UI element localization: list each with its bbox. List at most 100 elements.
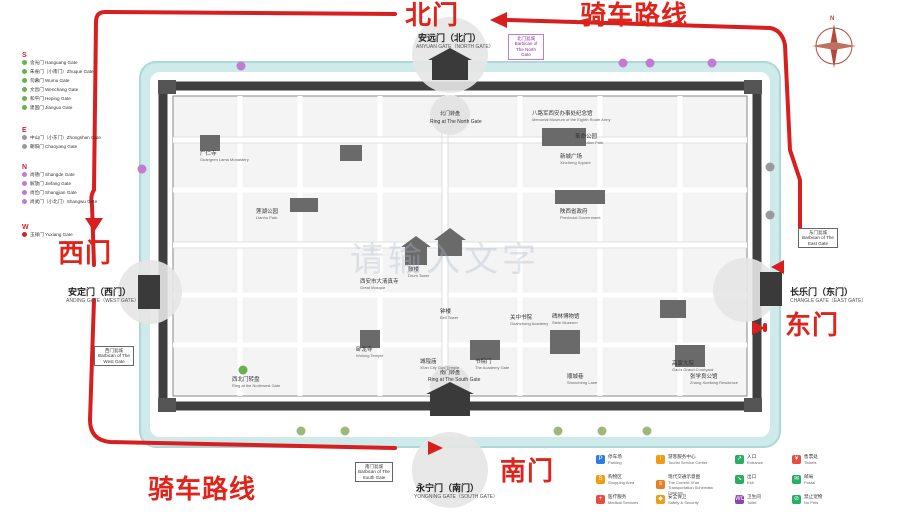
south-ring-label-en: Ring at The South Gate <box>428 377 481 383</box>
north-gate-annotation: 北门 <box>405 0 460 30</box>
bike-route-line <box>88 10 802 450</box>
legend-label-en: Entrance <box>747 460 764 465</box>
legend-postal-icon: ✉ <box>792 475 801 484</box>
east-barbican-en: Barbican of The East Gate <box>802 235 834 246</box>
route-annotation-top: 骑车路线 <box>580 0 689 30</box>
poi-name-cn: 西安市大清真寺 <box>360 279 399 285</box>
legend-label-en: No Pets <box>804 500 819 505</box>
gate-legend-label: 朝阳门 Chaoyang Gate <box>30 144 78 149</box>
gate-legend-label: 建国门 Jianguo Gate <box>30 105 73 110</box>
legend-label-en: Medical Services <box>608 500 639 505</box>
legend-head-e: E <box>22 127 27 134</box>
west-barbican-cn: 西门瓮城 <box>105 348 123 353</box>
north-barbican-cn: 北门瓮城 <box>517 36 535 41</box>
gate-legend-item: 朝阳门 Chaoyang Gate <box>22 144 77 150</box>
gate-legend-label: 尚德门 Shangde Gate <box>30 172 75 177</box>
gate-legend-item: 勿幕门 Wumu Gate <box>22 78 69 84</box>
gate-legend-item: 尚俭门 Shangjian Gate <box>22 190 77 196</box>
gate-legend-item: 中山门（小东门）Zhongshan Gate <box>22 135 101 141</box>
east-gate-name-en: CHANGLE GATE（EAST GATE） <box>790 298 867 304</box>
gate-legend-label: 勿幕门 Wumu Gate <box>30 78 70 83</box>
poi-name-cn: 碑林博物馆 <box>552 314 580 320</box>
gate-legend-label: 中山门（小东门）Zhongshan Gate <box>30 135 101 140</box>
compass-north-label: N <box>830 16 835 22</box>
gate-number-dot <box>22 105 27 111</box>
legend-label-en: The Current Xi'an Transportation Schemat… <box>668 480 714 495</box>
poi-name-en: Great Mosque <box>360 284 386 290</box>
poi-name-cn: 八路军西安办事处纪念馆 <box>532 111 593 117</box>
poi-name-en: Shuncheng Lane <box>567 379 598 385</box>
legend-label-en: Exit <box>747 480 754 485</box>
legend-label-cn: 医疗服务 <box>608 494 627 499</box>
gate-legend-item: 文昌门 Wenchang Gate <box>22 87 78 93</box>
legend-label-en: Toilet <box>747 500 757 505</box>
gate-legend-item: 含光门 Hanguang Gate <box>22 60 78 66</box>
corner-turrets <box>158 80 762 412</box>
legend-shopping-area-icon: S <box>596 475 605 484</box>
legend-label-cn: 现代交通示意图 <box>668 474 701 479</box>
south-ring-label: 南门转盘 <box>440 370 461 376</box>
poi-name-en: Wolong Temple <box>356 352 384 358</box>
gate-number-dot <box>22 69 27 75</box>
north-ring <box>430 95 470 135</box>
legend-tourist-service-center-icon: i <box>656 455 665 464</box>
east-gate-name: 长乐门（东门） <box>790 287 854 297</box>
legend-label-cn: 出口 <box>747 474 757 479</box>
poi-name-cn: 书院门 <box>475 359 492 365</box>
gate-number-dot <box>22 96 27 102</box>
poi-name-cn: 鼓楼 <box>408 267 420 273</box>
legend-toilet-icon: WC <box>735 495 745 504</box>
poi-name-en: Ring at the Northwest Gate <box>232 382 281 388</box>
south-gate-annotation: 南门 <box>500 456 555 486</box>
legend-label-cn: 禁止宠物 <box>804 494 823 499</box>
gate-legend-label: 和平门 Heping Gate <box>30 96 71 101</box>
gate-legend-label: 玉祥门 Yuxiang Gate <box>30 232 73 237</box>
gate-legend-label: 文昌门 Wenchang Gate <box>30 87 79 92</box>
gate-number-dot <box>22 144 27 150</box>
route-arrows <box>85 12 784 455</box>
legend-label-cn: 邮局 <box>804 474 814 479</box>
poi-name-cn: 卧龙寺 <box>356 347 373 353</box>
legend-label-cn: 卫生间 <box>747 494 761 499</box>
gate-legend-item: 和平门 Heping Gate <box>22 96 71 102</box>
gate-legend-item: 玉祥门 Yuxiang Gate <box>22 232 73 238</box>
gate-number-dot <box>22 60 27 66</box>
legend-label-cn: 安全保卫 <box>668 494 687 499</box>
legend-label-en: Parking <box>608 460 622 465</box>
poi-name-cn: 顺城巷 <box>567 374 584 380</box>
legend-label-en: Postal <box>804 480 816 485</box>
legend-label-cn: 游客服务中心 <box>668 454 696 459</box>
south-barbican-en: Barbican of The South Gate <box>358 469 390 480</box>
gate-number-dot <box>22 232 27 238</box>
legend-exit-icon: ↘ <box>735 475 744 484</box>
gate-towers <box>138 48 782 416</box>
west-gate-name: 安定门（西门） <box>68 287 132 297</box>
compass-rose <box>812 24 856 68</box>
legend-parking-icon: P <box>596 455 605 464</box>
north-gate-name: 安远门（北门） <box>418 33 482 43</box>
legend-label-cn: 购物区 <box>608 474 622 479</box>
legend-label-en: Tickets <box>804 460 817 465</box>
gate-number-dot <box>22 190 27 196</box>
landmark-buildings <box>200 128 705 367</box>
west-gate-name-en: ANDING GATE（WEST GATE） <box>66 298 140 304</box>
